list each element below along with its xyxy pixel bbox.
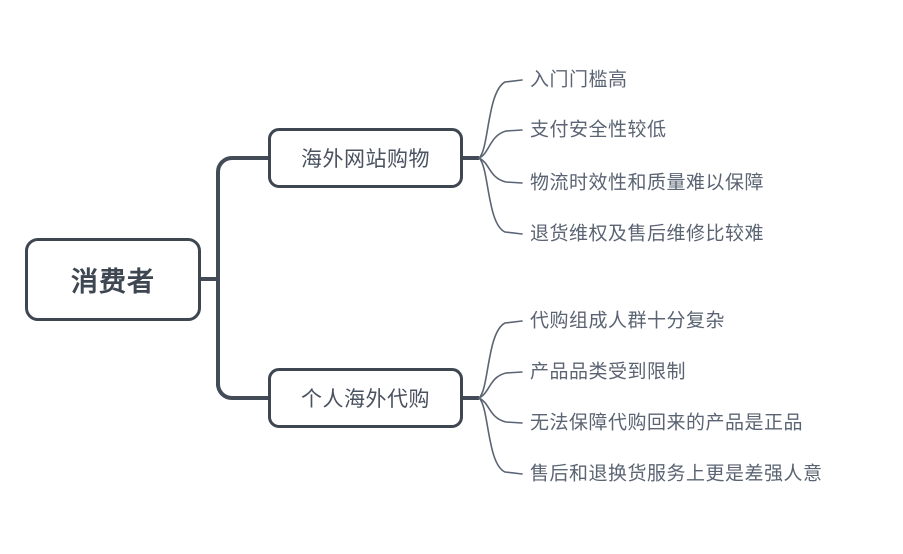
- root-node[interactable]: 消费者: [25, 238, 201, 321]
- branch-node-personal-agent[interactable]: 个人海外代购: [268, 368, 463, 428]
- leaf-connector-1-2: [478, 129, 523, 159]
- leaf-label[interactable]: 退货维权及售后维修比较难: [530, 223, 765, 245]
- leaf-label[interactable]: 物流时效性和质量难以保障: [530, 172, 765, 194]
- leaf-connector-1-4: [478, 157, 523, 235]
- leaf-label[interactable]: 售后和退换货服务上更是差强人意: [530, 463, 823, 485]
- leaf-label[interactable]: 代购组成人群十分复杂: [530, 310, 726, 332]
- branch-node-label: 海外网站购物: [301, 148, 430, 171]
- leaf-connector-2-4: [478, 397, 523, 475]
- root-node-label: 消费者: [71, 267, 155, 297]
- branch-node-label: 个人海外代购: [301, 388, 430, 411]
- leaf-label[interactable]: 支付安全性较低: [530, 119, 667, 141]
- leaf-label[interactable]: 产品品类受到限制: [530, 361, 687, 383]
- branch-node-overseas-website[interactable]: 海外网站购物: [268, 128, 463, 188]
- leaf-connector-1-1: [478, 79, 523, 159]
- trunk-to-branch-1: [216, 156, 268, 173]
- leaf-connector-2-1: [478, 320, 523, 399]
- leaf-label[interactable]: 无法保障代购回来的产品是正品: [530, 412, 804, 434]
- trunk-to-branch-2: [216, 383, 268, 400]
- leaf-label[interactable]: 入门门槛高: [530, 69, 628, 91]
- leaf-connector-2-2: [478, 371, 523, 399]
- leaf-connector-2-3: [478, 397, 523, 424]
- leaf-connector-1-3: [478, 157, 523, 184]
